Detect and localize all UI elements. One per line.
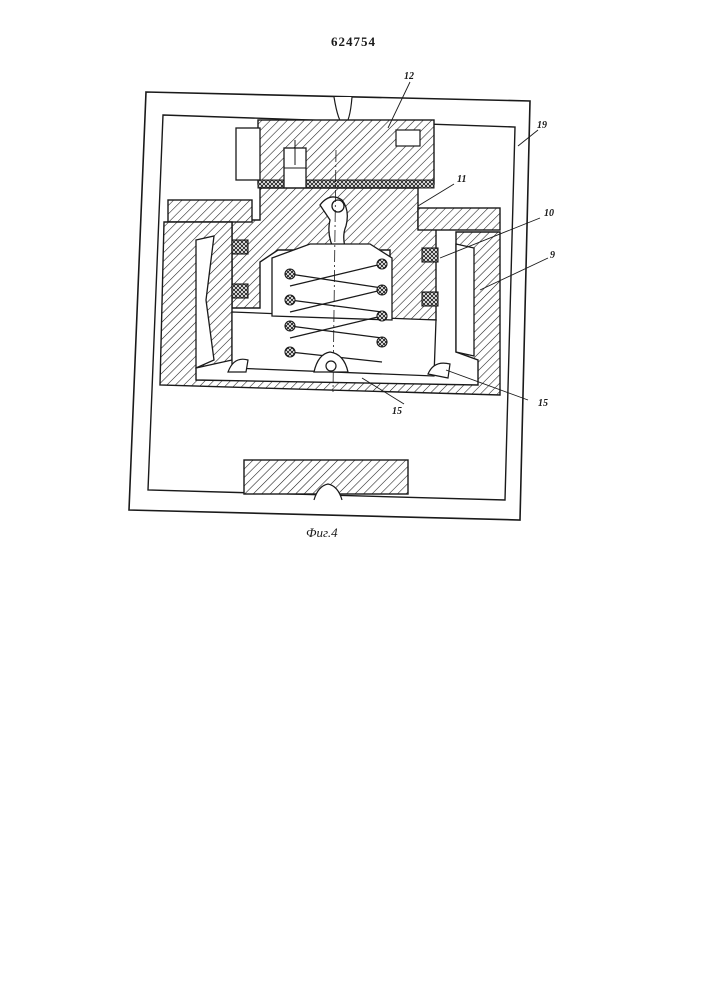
label-19: 19: [537, 120, 547, 131]
figure-caption: Фиг.4: [306, 525, 338, 541]
label-10: 10: [544, 208, 554, 219]
label-15-right: 15: [538, 398, 548, 409]
seal-left-upper: [232, 240, 248, 254]
left-roller: [228, 359, 248, 372]
right-top-plate: [418, 208, 500, 230]
left-top-plate: [168, 200, 252, 222]
seal-left-lower: [232, 284, 248, 298]
label-15-center: 15: [392, 406, 402, 417]
seal-right-lower: [422, 292, 438, 306]
seal-right-upper: [422, 248, 438, 262]
label-9: 9: [550, 250, 555, 261]
label-11: 11: [457, 174, 466, 185]
label-12: 12: [404, 71, 414, 82]
base-plate: [244, 460, 408, 500]
